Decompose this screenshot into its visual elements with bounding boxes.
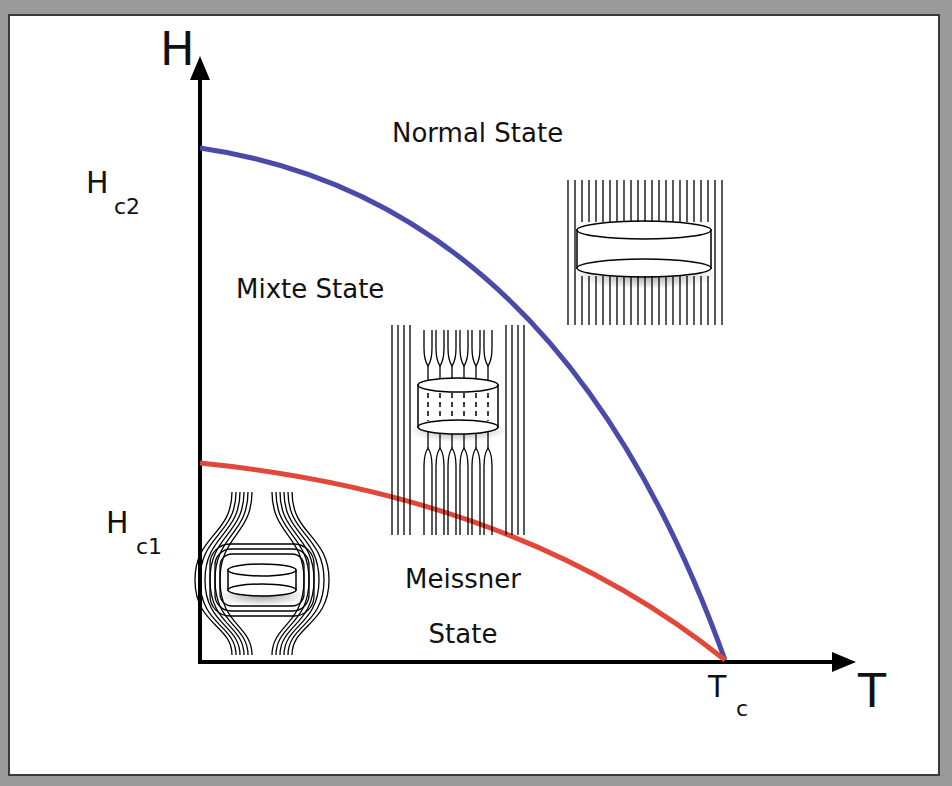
field-line bbox=[595, 180, 596, 222]
field-line bbox=[651, 180, 652, 222]
field-line bbox=[609, 276, 610, 325]
field-line bbox=[644, 276, 645, 325]
vortex-line bbox=[487, 366, 488, 380]
vortex-line bbox=[424, 330, 432, 366]
field-line bbox=[517, 325, 518, 535]
field-line bbox=[700, 180, 701, 222]
vortex-line bbox=[436, 448, 444, 535]
field-subscript: c1 bbox=[136, 536, 162, 558]
field-line bbox=[511, 325, 512, 535]
field-line bbox=[679, 180, 680, 222]
field-line bbox=[292, 492, 329, 655]
vortex-line bbox=[472, 330, 480, 366]
field-line bbox=[391, 325, 392, 535]
field-symbol: H bbox=[86, 168, 109, 198]
field-line bbox=[602, 276, 603, 325]
vortex-line bbox=[484, 330, 492, 366]
field-line bbox=[644, 180, 645, 222]
vortex-line bbox=[487, 432, 488, 448]
temperature-symbol: T bbox=[708, 672, 726, 702]
vortex-line bbox=[436, 330, 444, 366]
field-line bbox=[672, 180, 673, 222]
field-line bbox=[397, 325, 398, 535]
vortex-line bbox=[424, 448, 432, 535]
field-line bbox=[409, 325, 410, 535]
field-symbol: H bbox=[106, 508, 129, 538]
field-line bbox=[581, 180, 582, 222]
vortex-line bbox=[439, 366, 440, 380]
vortex-line bbox=[427, 432, 428, 448]
field-line bbox=[581, 276, 582, 325]
mixed-state-sketch bbox=[392, 325, 524, 535]
vortex-line bbox=[460, 330, 468, 366]
field-line bbox=[686, 276, 687, 325]
field-line bbox=[595, 276, 596, 325]
field-line bbox=[616, 180, 617, 222]
field-line bbox=[658, 180, 659, 222]
vortex-core bbox=[427, 393, 429, 421]
field-subscript: c2 bbox=[114, 196, 140, 218]
field-line bbox=[616, 276, 617, 325]
field-line bbox=[700, 276, 701, 325]
field-line bbox=[714, 180, 715, 325]
field-line bbox=[630, 276, 631, 325]
field-line bbox=[658, 276, 659, 325]
meissner-state-sketch bbox=[195, 492, 329, 655]
field-line bbox=[505, 325, 506, 535]
field-line bbox=[686, 180, 687, 222]
vortex-line bbox=[427, 366, 428, 380]
field-line bbox=[637, 276, 638, 325]
screening-current bbox=[210, 544, 314, 616]
field-line bbox=[630, 180, 631, 222]
field-line bbox=[665, 180, 666, 222]
axes bbox=[190, 56, 856, 672]
field-line bbox=[588, 180, 589, 222]
field-line bbox=[707, 180, 708, 222]
vortex-line bbox=[460, 448, 468, 535]
vortex-core bbox=[463, 393, 465, 421]
vortex-line bbox=[484, 448, 492, 535]
field-line bbox=[665, 276, 666, 325]
vortex-line bbox=[448, 330, 456, 366]
region-label: Mixte State bbox=[236, 276, 384, 302]
vortex-core bbox=[487, 393, 489, 421]
screening-current bbox=[215, 549, 309, 611]
field-line bbox=[523, 325, 524, 535]
field-line bbox=[623, 180, 624, 222]
field-line bbox=[574, 180, 575, 325]
field-line bbox=[623, 276, 624, 325]
field-line bbox=[567, 180, 568, 325]
region-label: Meissner State bbox=[378, 552, 548, 662]
axis-label: T bbox=[858, 668, 886, 714]
region-label: Normal State bbox=[392, 120, 563, 146]
normal-state-sketch bbox=[568, 180, 722, 325]
vortex-line bbox=[439, 432, 440, 448]
axis-label: H bbox=[160, 26, 195, 72]
field-line bbox=[672, 276, 673, 325]
field-line bbox=[693, 276, 694, 325]
vortex-line bbox=[448, 448, 456, 535]
field-line bbox=[637, 180, 638, 222]
vortex-core bbox=[439, 393, 441, 421]
field-line bbox=[651, 276, 652, 325]
field-line bbox=[693, 180, 694, 222]
field-line bbox=[602, 180, 603, 222]
field-line bbox=[403, 325, 404, 535]
field-line bbox=[609, 180, 610, 222]
vortex-line bbox=[475, 432, 476, 448]
field-line bbox=[679, 276, 680, 325]
field-line bbox=[721, 180, 722, 325]
vortex-core bbox=[475, 393, 477, 421]
field-line bbox=[707, 276, 708, 325]
vortex-line bbox=[475, 366, 476, 380]
vortex-core bbox=[451, 393, 453, 421]
vortex-line bbox=[472, 448, 480, 535]
field-line bbox=[588, 276, 589, 325]
temperature-subscript: c bbox=[736, 698, 748, 720]
field-line bbox=[195, 492, 232, 655]
